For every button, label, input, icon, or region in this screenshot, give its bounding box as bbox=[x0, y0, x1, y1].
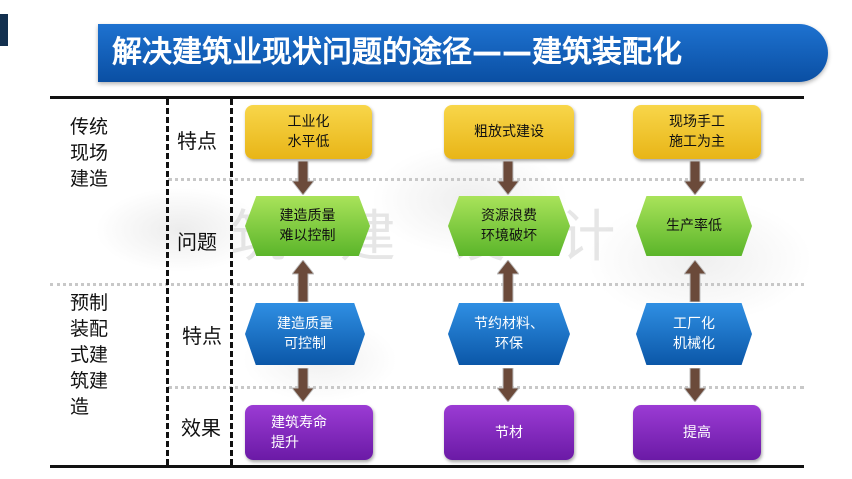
traditional-feature-text: 工业化 水平低 bbox=[287, 114, 330, 150]
down-arrow-icon bbox=[497, 161, 519, 195]
prefab-feature-text: 节约材料、 环保 bbox=[474, 316, 544, 352]
effect-box: 建筑寿命 提升 bbox=[245, 405, 373, 460]
problem-hexagon: 生产率低 bbox=[636, 196, 752, 256]
problem-text: 资源浪费 环境破坏 bbox=[481, 208, 537, 244]
up-arrow-icon bbox=[684, 260, 706, 302]
column-divider-right bbox=[230, 99, 233, 465]
traditional-feature-text: 现场手工 施工为主 bbox=[669, 114, 725, 150]
problem-hexagon: 资源浪费 环境破坏 bbox=[448, 196, 570, 256]
row-separator bbox=[168, 386, 804, 389]
row-separator bbox=[168, 178, 804, 181]
slide-title: 解决建筑业现状问题的途径——建筑装配化 bbox=[112, 35, 682, 70]
effect-text: 节材 bbox=[495, 424, 523, 441]
table-top-rule bbox=[50, 96, 804, 99]
traditional-feature-box: 现场手工 施工为主 bbox=[633, 105, 761, 159]
up-arrow-icon bbox=[292, 260, 314, 302]
problem-text: 建造质量 难以控制 bbox=[279, 208, 336, 244]
slide-corner-mark bbox=[0, 14, 8, 46]
effect-box: 节材 bbox=[444, 405, 574, 460]
title-banner bbox=[98, 24, 828, 82]
down-arrow-icon bbox=[497, 368, 519, 402]
problem-hexagon: 建造质量 难以控制 bbox=[245, 196, 370, 256]
prefab-feature-hexagon: 节约材料、 环保 bbox=[448, 303, 570, 365]
traditional-feature-text: 粗放式建设 bbox=[474, 124, 544, 140]
table-bottom-rule bbox=[50, 465, 804, 468]
down-arrow-icon bbox=[684, 368, 706, 402]
traditional-feature-box: 工业化 水平低 bbox=[245, 105, 372, 159]
prefab-feature-hexagon: 工厂化 机械化 bbox=[636, 303, 752, 365]
prefab-feature-text: 建造质量 可控制 bbox=[277, 316, 333, 352]
label-effect: 效果 bbox=[181, 416, 221, 440]
up-arrow-icon bbox=[497, 260, 519, 302]
down-arrow-icon bbox=[292, 368, 314, 402]
prefab-feature-text: 工厂化 机械化 bbox=[673, 316, 715, 352]
down-arrow-icon bbox=[292, 161, 314, 195]
effect-text: 建筑寿命 提升 bbox=[271, 414, 327, 451]
traditional-feature-box: 粗放式建设 bbox=[444, 105, 574, 159]
effect-text: 提高 bbox=[683, 424, 711, 441]
problem-text: 生产率低 bbox=[666, 218, 722, 234]
row-label-traditional: 传统 现场 建造 bbox=[70, 116, 109, 190]
effect-box: 提高 bbox=[633, 405, 761, 460]
label-problem: 问题 bbox=[177, 230, 217, 254]
section-separator bbox=[50, 283, 804, 286]
row-label-prefab: 预制 装配 式建 筑建 造 bbox=[70, 292, 109, 418]
label-prefab-feature: 特点 bbox=[182, 324, 222, 348]
label-traditional-feature: 特点 bbox=[177, 129, 217, 153]
down-arrow-icon bbox=[684, 161, 706, 195]
prefab-feature-hexagon: 建造质量 可控制 bbox=[245, 303, 365, 365]
column-divider-left bbox=[166, 99, 169, 465]
